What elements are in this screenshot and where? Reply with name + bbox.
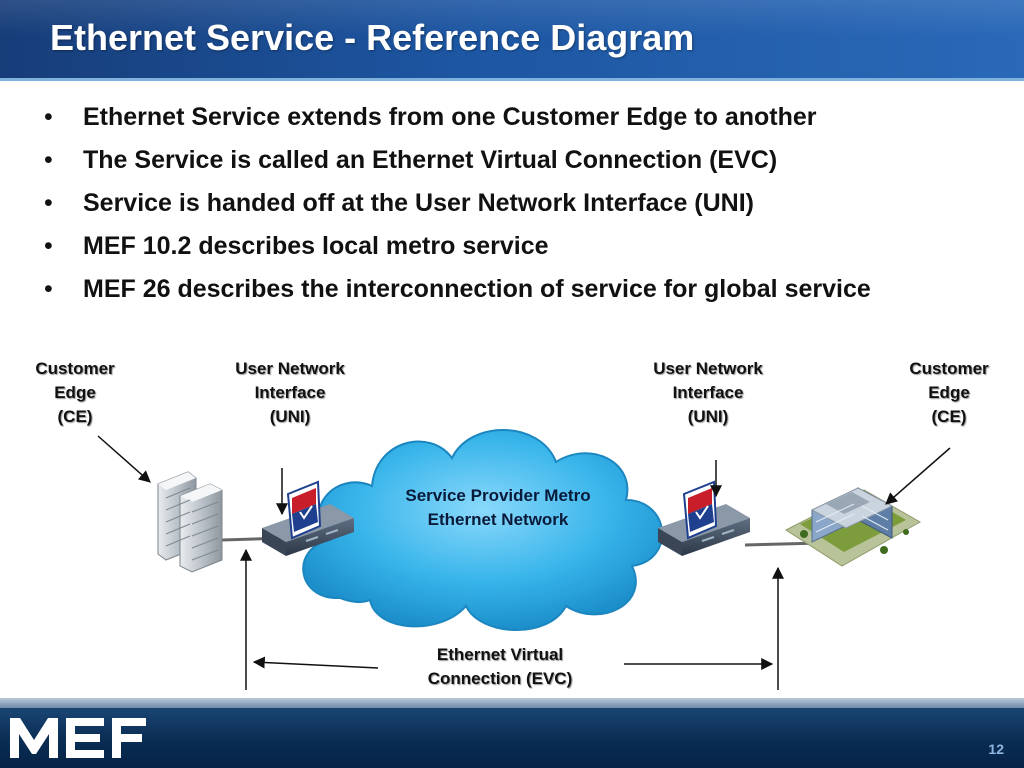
label-line: Customer <box>909 359 989 378</box>
label-line: (CE) <box>931 407 967 426</box>
customer-edge-right-building-icon <box>784 487 922 567</box>
bullet-item: Service is handed off at the User Networ… <box>44 186 871 229</box>
cloud-label: Service Provider Metro Ethernet Network <box>378 484 618 532</box>
customer-edge-left-building-icon <box>157 471 223 573</box>
ce-right-arrow <box>885 447 951 505</box>
label-line: Edge <box>54 383 96 402</box>
label-line: Ethernet Network <box>427 510 569 529</box>
page-number: 12 <box>988 741 1004 757</box>
footer-bar <box>0 698 1024 768</box>
bullet-item: Ethernet Service extends from one Custom… <box>44 100 871 143</box>
label-line: Interface <box>672 383 744 402</box>
uni-left-device-icon <box>262 480 354 556</box>
label-line: Interface <box>254 383 326 402</box>
label-line: User Network <box>653 359 763 378</box>
bullet-list: Ethernet Service extends from one Custom… <box>44 100 871 315</box>
label-line: Customer <box>35 359 115 378</box>
title-bar-highlight <box>0 0 1024 36</box>
ce-right-label: Customer Edge (CE) <box>884 357 1014 429</box>
uni-right-label: User Network Interface (UNI) <box>628 357 788 429</box>
uni-left-label: User Network Interface (UNI) <box>210 357 370 429</box>
evc-label: Ethernet Virtual Connection (EVC) <box>390 643 610 691</box>
title-bar: Ethernet Service - Reference Diagram <box>0 0 1024 81</box>
label-line: (UNI) <box>269 407 311 426</box>
mef-logo <box>10 718 146 758</box>
uni-right-device-icon <box>658 480 750 556</box>
ce-left-arrow <box>97 435 151 483</box>
label-line: (UNI) <box>687 407 729 426</box>
bullet-item: MEF 10.2 describes local metro service <box>44 229 871 272</box>
bullet-item: The Service is called an Ethernet Virtua… <box>44 143 871 186</box>
ce-left-label: Customer Edge (CE) <box>10 357 140 429</box>
label-line: (CE) <box>57 407 93 426</box>
evc-left-arrow <box>252 656 379 669</box>
bullet-item: MEF 26 describes the interconnection of … <box>44 272 871 315</box>
slide-title: Ethernet Service - Reference Diagram <box>50 17 695 58</box>
label-line: Connection (EVC) <box>427 669 573 688</box>
label-line: Service Provider Metro <box>405 486 591 505</box>
label-line: Ethernet Virtual <box>436 645 564 664</box>
label-line: User Network <box>235 359 345 378</box>
metro-network-cloud <box>302 429 664 631</box>
footer-stripe <box>0 698 1024 708</box>
label-line: Edge <box>928 383 970 402</box>
